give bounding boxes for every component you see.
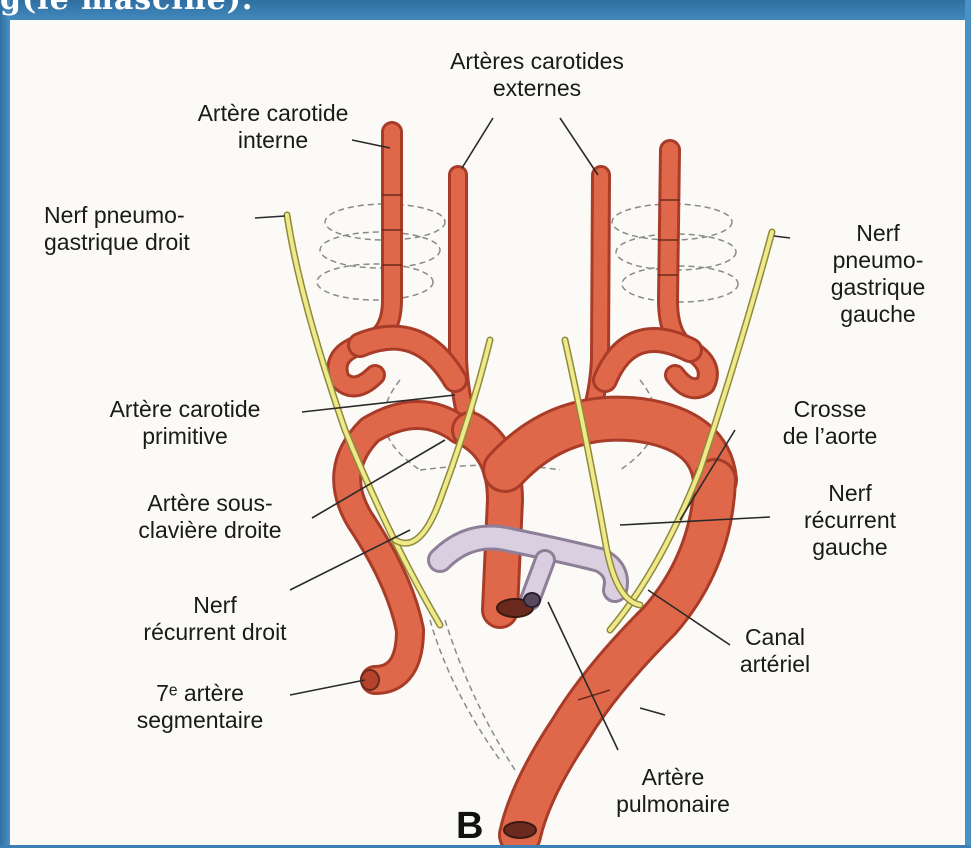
label-septieme-artere-segmentaire: 7ᵉ artère segmentaire: [100, 680, 300, 734]
label-artere-carotide-primitive: Artère carotide primitive: [70, 396, 300, 450]
label-nerf-recurrent-droit: Nerf récurrent droit: [115, 592, 315, 646]
label-artere-pulmonaire: Artère pulmonaire: [588, 764, 758, 818]
label-nerf-pneumogastrique-gauche: Nerf pneumo- gastrique gauche: [798, 220, 958, 328]
label-arteres-carotides-externes: Artères carotides externes: [412, 48, 662, 102]
arteries: [338, 132, 716, 835]
label-nerf-pneumogastrique-droit: Nerf pneumo- gastrique droit: [44, 202, 264, 256]
label-crosse-de-l-aorte: Crosse de l’aorte: [755, 396, 905, 450]
label-nerf-recurrent-gauche: Nerf récurrent gauche: [780, 480, 920, 561]
label-canal-arteriel: Canal artériel: [710, 624, 840, 678]
label-artere-sous-claviere-droite: Artère sous- clavière droite: [95, 490, 325, 544]
label-artere-carotide-interne: Artère carotide interne: [158, 100, 388, 154]
panel-letter: B: [456, 805, 483, 848]
